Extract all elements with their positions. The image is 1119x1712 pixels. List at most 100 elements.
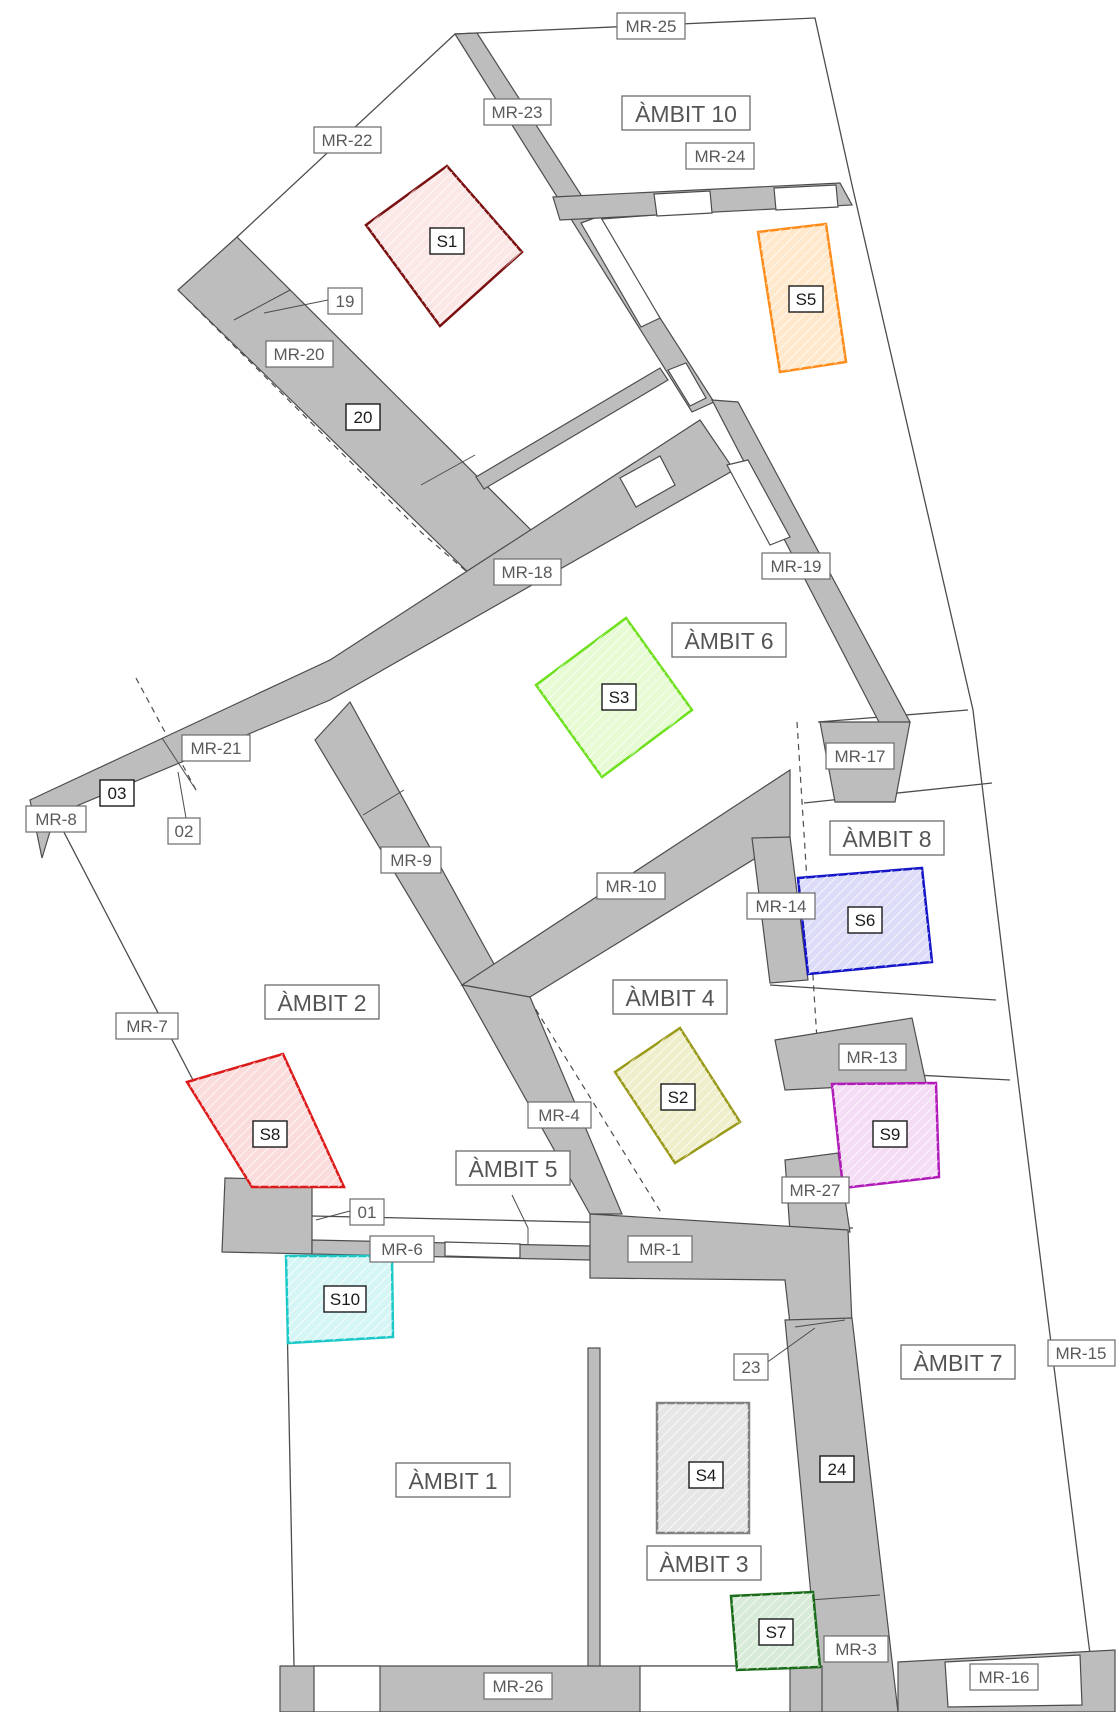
svg-text:ÀMBIT 3: ÀMBIT 3 (659, 1551, 748, 1577)
label-mr9: MR-9 (380, 846, 442, 874)
label-s8: S8 (252, 1120, 288, 1148)
label-ambit-10: ÀMBIT 10 (621, 95, 751, 131)
label-s3: S3 (601, 683, 637, 711)
label-s10: S10 (323, 1285, 367, 1313)
label-mr26: MR-26 (483, 1672, 553, 1700)
unit-labels: 19 20 03 02 01 23 24 (99, 287, 855, 1483)
label-ambit-4: ÀMBIT 4 (612, 979, 728, 1015)
svg-text:MR-18: MR-18 (501, 563, 552, 582)
svg-text:MR-8: MR-8 (35, 810, 77, 829)
sondeig-labels: S1 S5 S3 S6 S2 S9 S8 S10 S4 S7 (252, 227, 908, 1646)
svg-text:S3: S3 (609, 688, 630, 707)
label-unit-19: 19 (327, 287, 363, 315)
svg-text:MR-26: MR-26 (492, 1677, 543, 1696)
label-ambit-2: ÀMBIT 2 (264, 984, 380, 1020)
svg-text:ÀMBIT 1: ÀMBIT 1 (408, 1468, 497, 1494)
label-mr19: MR-19 (761, 552, 831, 580)
label-ambit-5: ÀMBIT 5 (455, 1150, 571, 1186)
label-s2: S2 (660, 1083, 696, 1111)
label-mr25: MR-25 (616, 12, 686, 40)
label-mr17: MR-17 (825, 742, 895, 770)
label-ambit-7: ÀMBIT 7 (900, 1344, 1016, 1380)
svg-text:19: 19 (336, 292, 355, 311)
svg-text:ÀMBIT 10: ÀMBIT 10 (635, 101, 737, 127)
svg-text:ÀMBIT 2: ÀMBIT 2 (277, 990, 366, 1016)
svg-text:MR-25: MR-25 (625, 17, 676, 36)
label-mr6: MR-6 (369, 1235, 435, 1263)
label-mr15: MR-15 (1047, 1339, 1116, 1367)
label-s1: S1 (429, 227, 465, 255)
svg-text:ÀMBIT 8: ÀMBIT 8 (842, 826, 931, 852)
label-ambit-3: ÀMBIT 3 (646, 1545, 762, 1581)
label-s4: S4 (688, 1461, 724, 1489)
svg-text:MR-10: MR-10 (605, 877, 656, 896)
svg-text:ÀMBIT 6: ÀMBIT 6 (684, 628, 773, 654)
label-unit-03: 03 (99, 779, 135, 807)
wall-labels: MR-25 MR-23 MR-22 MR-24 MR-20 MR-18 MR-1… (25, 12, 1116, 1700)
svg-text:S8: S8 (260, 1125, 281, 1144)
label-mr13: MR-13 (838, 1043, 907, 1071)
label-mr4: MR-4 (527, 1101, 592, 1129)
svg-text:ÀMBIT 4: ÀMBIT 4 (625, 985, 714, 1011)
svg-text:MR-13: MR-13 (846, 1048, 897, 1067)
svg-text:S1: S1 (437, 232, 458, 251)
label-unit-23: 23 (733, 1353, 769, 1381)
wall-01 (221, 1177, 313, 1255)
label-s9: S9 (872, 1120, 908, 1148)
svg-text:MR-6: MR-6 (381, 1240, 423, 1259)
label-ambit-8: ÀMBIT 8 (829, 820, 945, 856)
svg-text:20: 20 (354, 408, 373, 427)
svg-text:24: 24 (828, 1460, 847, 1479)
label-mr3: MR-3 (823, 1635, 889, 1663)
wall-mr4 (460, 984, 623, 1215)
label-mr7: MR-7 (115, 1012, 179, 1040)
leader-lines (177, 299, 816, 1367)
svg-text:01: 01 (358, 1203, 377, 1222)
label-s7: S7 (758, 1618, 794, 1646)
label-mr20: MR-20 (265, 340, 334, 368)
label-unit-24: 24 (819, 1455, 855, 1483)
svg-text:ÀMBIT 7: ÀMBIT 7 (913, 1350, 1002, 1376)
label-s6: S6 (847, 906, 883, 934)
svg-text:MR-19: MR-19 (770, 557, 821, 576)
svg-text:S2: S2 (668, 1088, 689, 1107)
svg-text:MR-9: MR-9 (390, 851, 432, 870)
label-unit-02: 02 (167, 817, 201, 845)
svg-text:ÀMBIT 5: ÀMBIT 5 (468, 1156, 557, 1182)
label-ambit-6: ÀMBIT 6 (671, 622, 787, 658)
svg-text:MR-24: MR-24 (694, 147, 745, 166)
svg-text:MR-22: MR-22 (321, 131, 372, 150)
svg-text:S4: S4 (696, 1466, 717, 1485)
label-mr23: MR-23 (483, 98, 552, 126)
walls (29, 32, 1116, 1712)
svg-text:23: 23 (742, 1358, 761, 1377)
label-mr21: MR-21 (181, 734, 251, 762)
svg-text:MR-16: MR-16 (978, 1668, 1029, 1687)
svg-text:MR-23: MR-23 (491, 103, 542, 122)
label-mr16: MR-16 (969, 1663, 1039, 1691)
svg-text:02: 02 (175, 822, 194, 841)
label-unit-20: 20 (345, 403, 381, 431)
svg-text:MR-7: MR-7 (126, 1017, 168, 1036)
svg-text:S9: S9 (880, 1125, 901, 1144)
svg-text:MR-21: MR-21 (190, 739, 241, 758)
svg-text:MR-15: MR-15 (1055, 1344, 1106, 1363)
svg-text:MR-17: MR-17 (834, 747, 885, 766)
label-mr8: MR-8 (25, 805, 87, 833)
label-mr22: MR-22 (313, 126, 382, 154)
svg-text:MR-1: MR-1 (639, 1240, 681, 1259)
svg-text:S10: S10 (330, 1290, 360, 1309)
label-mr10: MR-10 (596, 872, 666, 900)
svg-text:MR-14: MR-14 (755, 897, 806, 916)
wall-mr1 (589, 1213, 853, 1325)
svg-text:S6: S6 (855, 911, 876, 930)
ambit-labels: ÀMBIT 10 ÀMBIT 6 ÀMBIT 8 ÀMBIT 4 ÀMBIT 2… (264, 95, 1016, 1581)
svg-text:03: 03 (108, 784, 127, 803)
label-mr27: MR-27 (781, 1176, 850, 1204)
svg-text:MR-20: MR-20 (273, 345, 324, 364)
svg-text:S5: S5 (796, 290, 817, 309)
svg-text:MR-3: MR-3 (835, 1640, 877, 1659)
label-unit-01: 01 (349, 1198, 385, 1226)
wall-mr9 (314, 700, 501, 986)
